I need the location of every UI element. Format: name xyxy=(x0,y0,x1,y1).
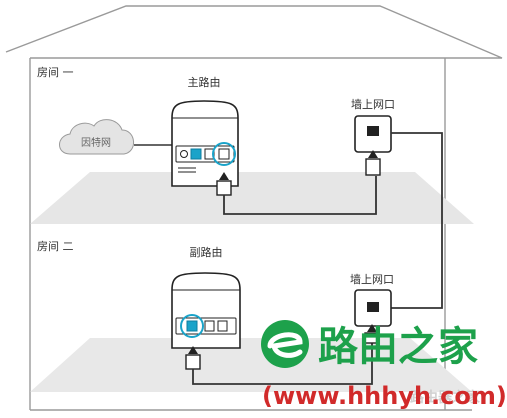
watermark-logo-icon xyxy=(261,320,309,368)
wall-port-bottom-socket-icon xyxy=(367,302,379,312)
house-outline xyxy=(5,5,503,411)
wall-port-top-label: 墙上网口 xyxy=(351,97,395,111)
cable-sub-to-wall xyxy=(192,340,373,385)
watermark: 路由之家 路由器之家 (www.hhhyh.com) xyxy=(261,320,507,410)
wall-port-top-plug-icon xyxy=(365,158,381,176)
power-jack-icon xyxy=(180,150,188,158)
sub-router-plug-icon xyxy=(185,354,201,370)
room2-label: 房间 二 xyxy=(37,240,74,253)
internet-label: 因特网 xyxy=(81,137,111,149)
sub-lan-port2-icon xyxy=(217,320,228,332)
cable-main-to-wall xyxy=(223,176,377,215)
watermark-faint-text: 路由器之家 xyxy=(410,389,481,406)
cable-riser xyxy=(391,132,443,309)
wall-port-bottom-label: 墙上网口 xyxy=(350,272,394,286)
room1-label: 房间 一 xyxy=(37,66,74,79)
main-router-arrow-icon xyxy=(219,172,229,180)
sub-port-highlight-ring xyxy=(180,314,204,338)
sub-wan-port-icon xyxy=(186,320,198,332)
sub-lan-port-icon xyxy=(204,320,215,332)
main-router-plug-icon xyxy=(216,180,232,196)
wall-port-top-arrow-icon xyxy=(368,150,378,158)
wall-port-bottom-arrow-icon xyxy=(367,324,377,332)
wall-port-bottom-device xyxy=(354,289,392,327)
wall-port-bottom-plug-icon xyxy=(364,332,380,344)
roof-line xyxy=(5,5,503,59)
wan-port-icon xyxy=(190,148,202,160)
lan-port-connected-icon xyxy=(218,148,230,160)
internet-cloud-icon xyxy=(59,119,134,155)
sub-router-arrow-icon xyxy=(188,346,198,354)
sub-router-label: 副路由 xyxy=(190,245,223,259)
wall-port-top-device xyxy=(354,115,392,153)
sub-router-device xyxy=(171,272,241,349)
wall-port-top-socket-icon xyxy=(367,126,379,136)
watermark-url: (www.hhhyh.com) xyxy=(262,382,507,410)
main-router-device xyxy=(171,100,239,187)
port-highlight-ring xyxy=(212,142,236,166)
floor-plane-room1 xyxy=(30,172,474,224)
main-router-label: 主路由 xyxy=(188,75,221,89)
floor-plane-room2 xyxy=(30,338,472,392)
watermark-site-name: 路由之家 xyxy=(318,324,478,370)
